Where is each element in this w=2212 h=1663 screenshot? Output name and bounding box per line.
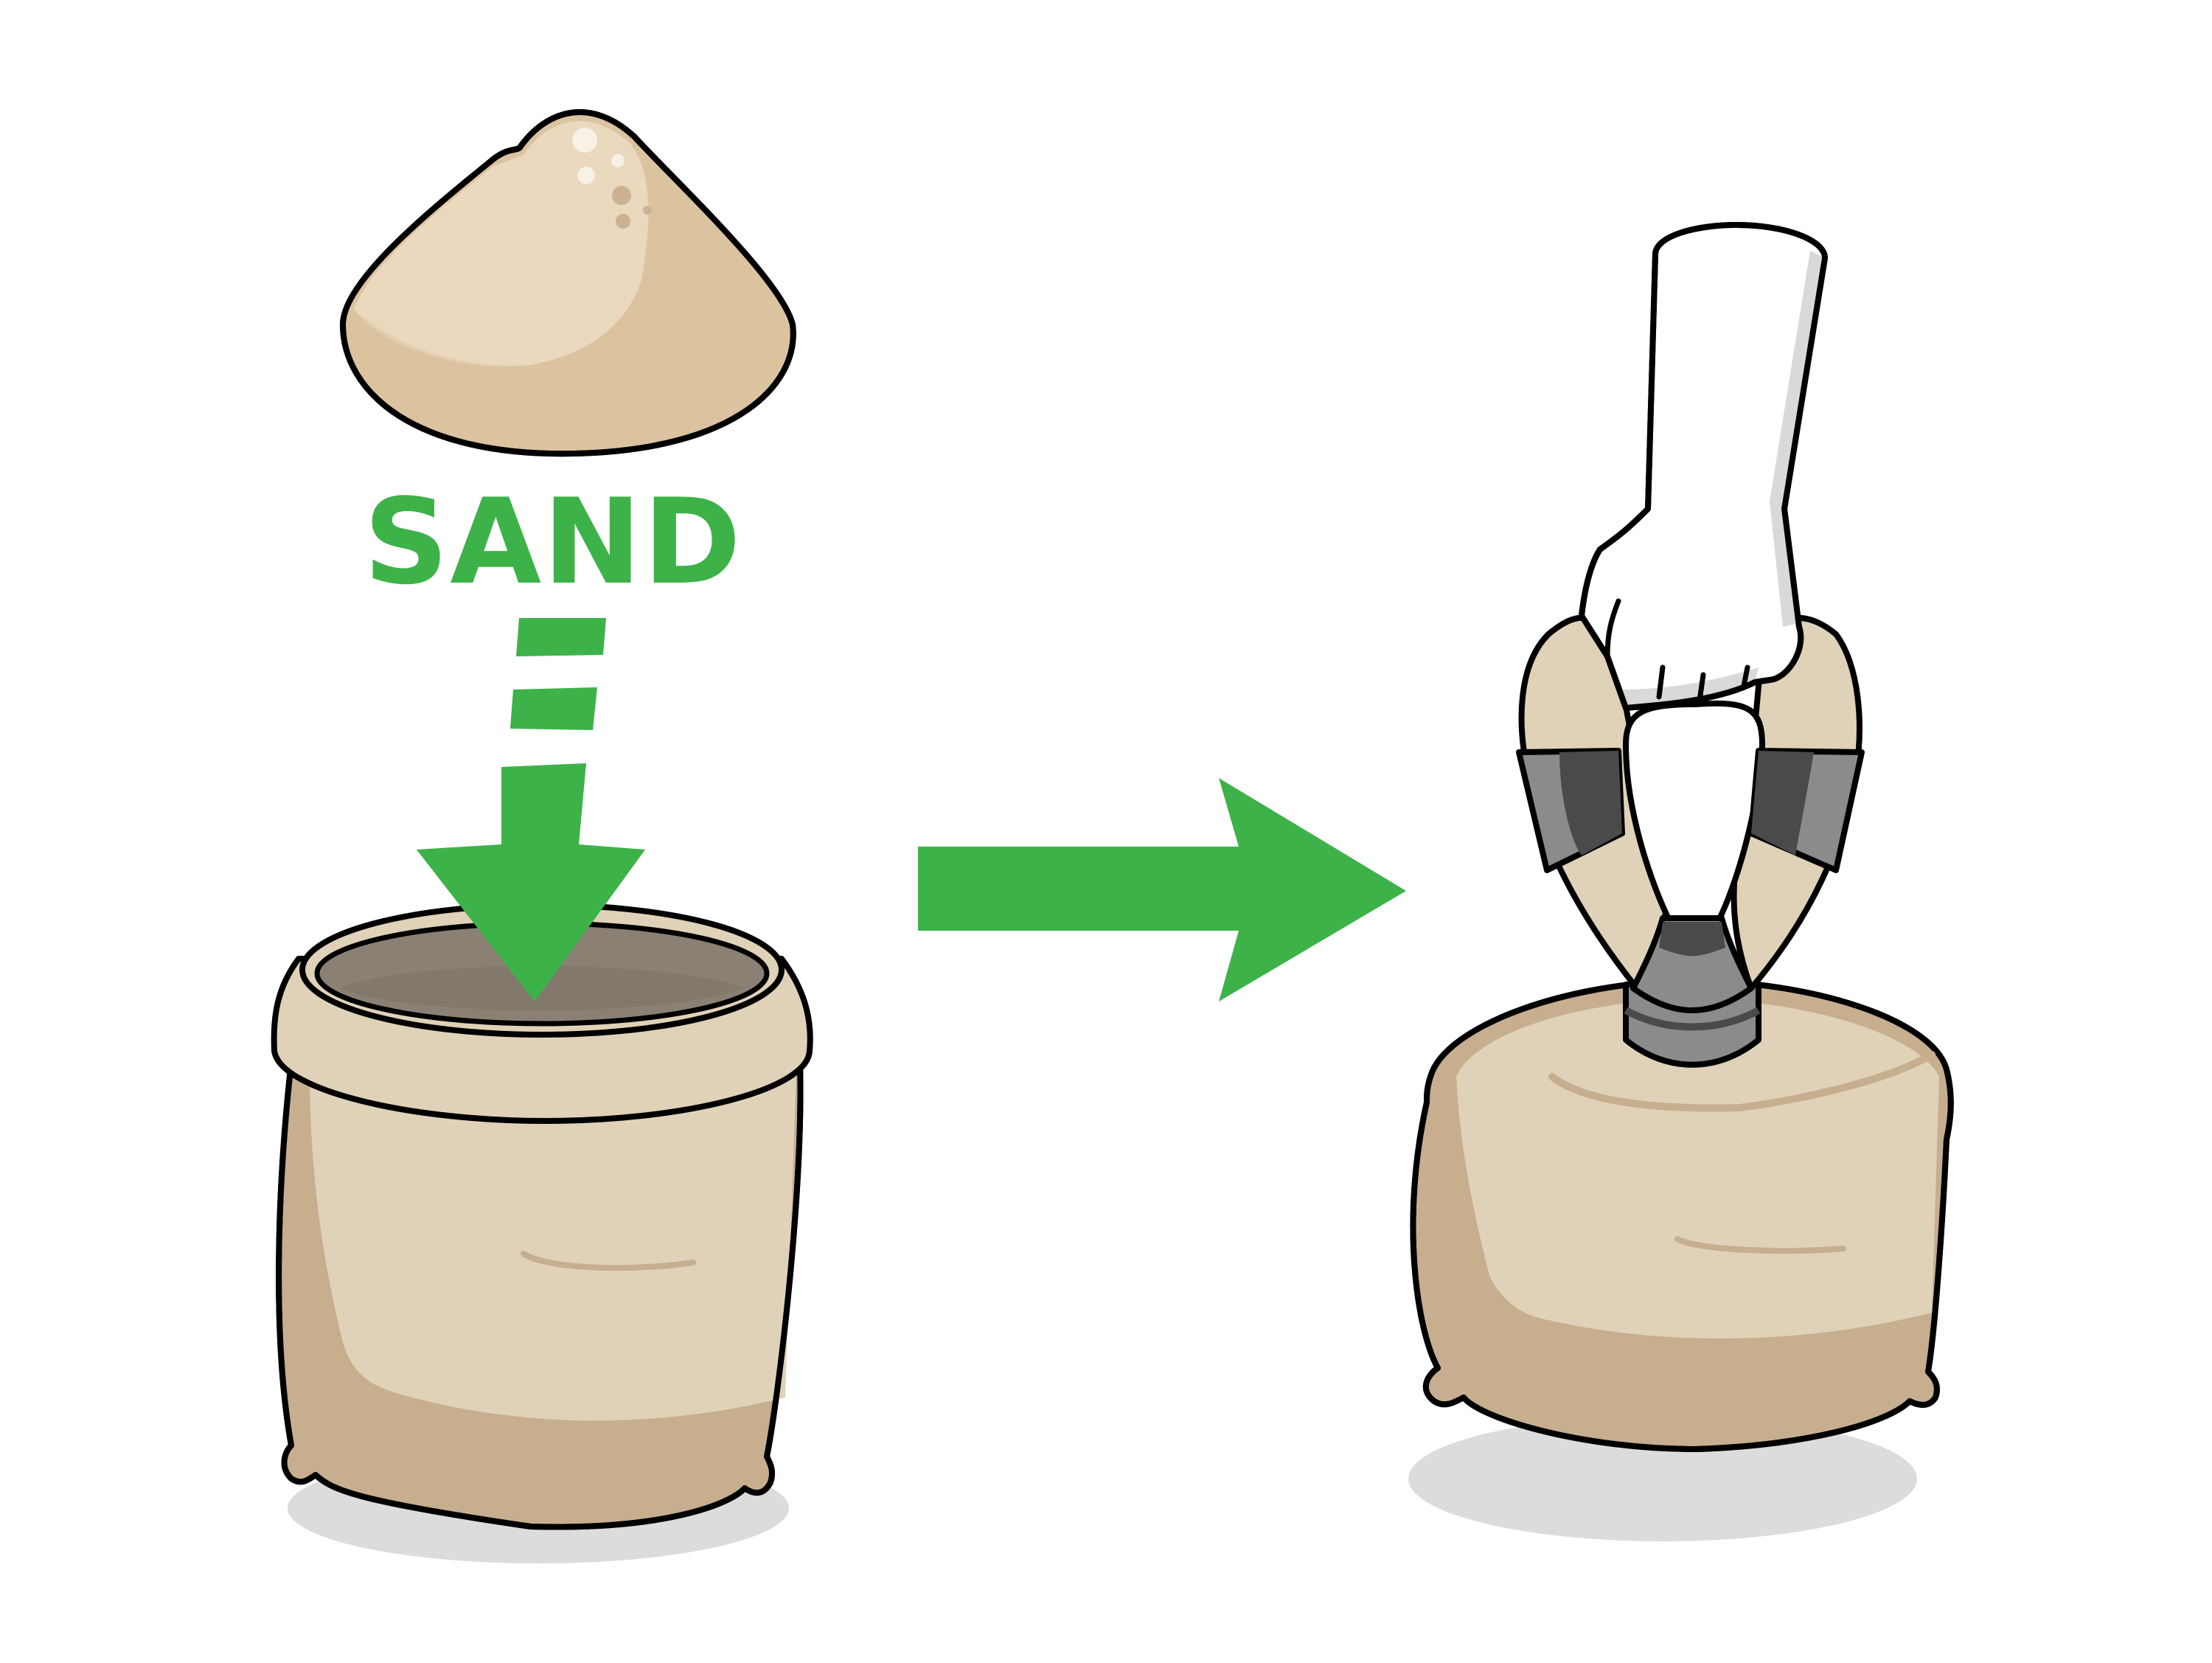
right-arrow-icon [918, 778, 1406, 1001]
open-sack-icon [271, 850, 813, 1563]
ground-shadow-right [1408, 1416, 1917, 1541]
sand-pile-icon [340, 109, 796, 457]
tied-sandbag-icon [1408, 614, 1954, 1541]
gloved-hand-icon [1579, 222, 1828, 711]
sand-label: SAND [364, 473, 742, 611]
